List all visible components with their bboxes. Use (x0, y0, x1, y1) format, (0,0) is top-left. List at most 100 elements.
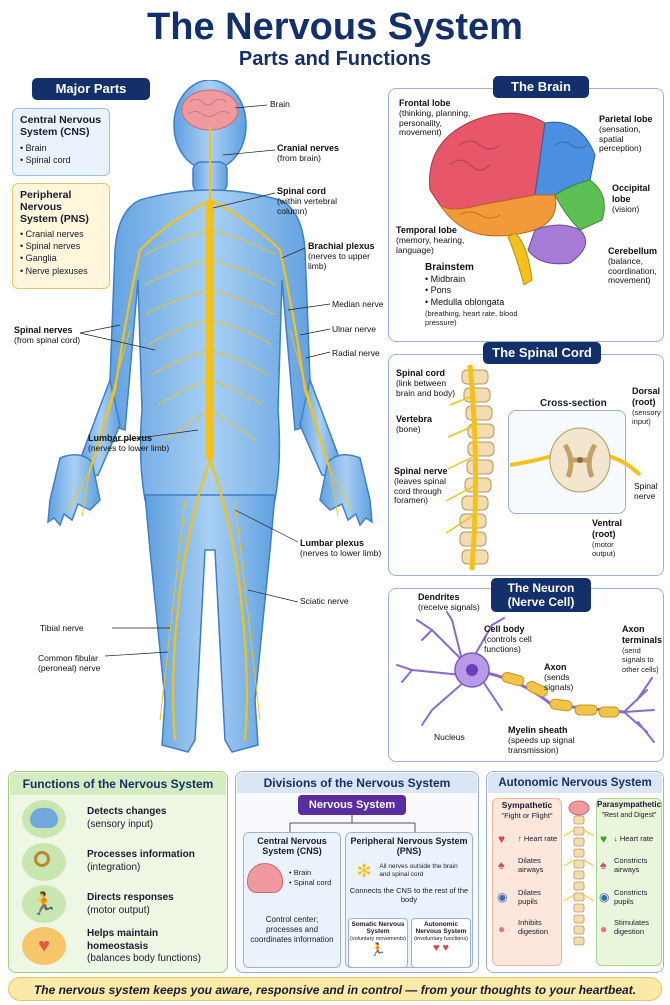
label-cranial: Cranial nerves(from brain) (277, 143, 367, 164)
divisions-pns-desc: Connects the CNS to the rest of the body (349, 885, 469, 904)
label-sciatic: Sciatic nerve (300, 596, 349, 606)
label-brainstem: Brainstem Midbrain Pons Medulla oblongat… (425, 262, 520, 328)
label-myelin: Myelin sheath(speeds up signal transmiss… (508, 725, 578, 755)
label-brainstem-sub: (breathing, heart rate, blood pressure) (425, 308, 518, 328)
label-spinal-nerve-sub: (leaves spinal cord through foramen) (394, 475, 446, 506)
ans-heading: Autonomic Nervous System (488, 773, 662, 793)
label-lumbar-right-sub: (nerves to lower limb) (300, 547, 382, 558)
label-cranial-sub: (from brain) (277, 152, 321, 163)
pns-item: Spinal nerves (20, 240, 102, 252)
pns-title: Peripheral Nervous System (PNS) (20, 189, 89, 226)
label-parietal-sub: (sensation, spatial perception) (599, 123, 642, 154)
heart-icon: ♥ (498, 832, 506, 846)
major-parts-heading: Major Parts (32, 78, 150, 100)
label-spinal-nerves: Spinal nerves(from spinal cord) (14, 325, 94, 346)
label-parietal: Parietal lobe(sensation, spatial percept… (599, 114, 663, 154)
divisions-connector (289, 815, 416, 833)
stomach-icon: ● (600, 922, 608, 936)
function-item: Processes information(integration) (87, 849, 195, 874)
label-cell-body-sub: (controls cell functions) (484, 633, 532, 654)
somatic-sub: (voluntary movements) (350, 935, 406, 942)
label-ulnar: Ulnar nerve (332, 324, 376, 334)
sympathetic-item: Dilates airways (518, 856, 544, 874)
function-item-title: Detects changes (87, 806, 167, 817)
sympathetic-header: Sympathetic"Fight or Flight" (492, 798, 562, 820)
label-dendrites-title: Dendrites (418, 592, 460, 602)
autonomic-box: Autonomic Nervous System (involuntary fu… (411, 918, 471, 968)
balance-icon: ♥ (22, 927, 66, 965)
label-brainstem-title: Brainstem (425, 262, 474, 273)
magnifier-icon (22, 843, 66, 881)
neuron-illustration (396, 611, 655, 743)
label-spinal-nerves-title: Spinal nerves (14, 325, 73, 335)
label-lumbar-left: Lumbar plexus(nerves to lower limb) (88, 433, 178, 454)
autonomic-sub: (involuntary functions) (414, 935, 468, 942)
divisions-cns-title: Central Nervous System (CNS) (257, 836, 327, 857)
pns-box: Peripheral Nervous System (PNS) Cranial … (12, 183, 110, 289)
label-cerebellum: Cerebellum(balance, coordination, moveme… (608, 246, 664, 286)
label-ventral: Ventral (root)(motor output) (592, 518, 632, 559)
cns-box: Central Nervous System (CNS) Brain Spina… (12, 108, 110, 176)
label-temporal-sub: (memory, hearing, language) (396, 234, 465, 255)
function-item: Detects changes(sensory input) (87, 806, 166, 831)
parasympathetic-title: Parasympathetic (596, 800, 662, 809)
sympathetic-sub: "Fight or Flight" (501, 811, 553, 821)
lungs-icon: ♠ (498, 858, 505, 872)
label-brachial-sub: (nerves to upper limb) (308, 250, 370, 271)
label-cord-title: Spinal cord (396, 368, 446, 378)
label-nucleus: Nucleus (434, 732, 465, 742)
label-dendrites: Dendrites(receive signals) (418, 592, 488, 613)
stomach-icon: ● (498, 922, 506, 936)
pns-item: Nerve plexuses (20, 265, 102, 277)
sympathetic-item: ↑ Heart rate (518, 834, 558, 843)
function-item-sub: (balances body functions) (87, 953, 201, 964)
brain-icon (22, 800, 66, 838)
label-frontal-title: Frontal lobe (399, 98, 451, 108)
function-item-title: Directs responses (87, 892, 174, 903)
neuron-heading: The Neuron (Nerve Cell) (491, 578, 591, 612)
label-terminals-sub: (send signals to other cells) (622, 645, 659, 675)
brain-illustration (429, 112, 605, 286)
eye-icon: ◉ (599, 890, 610, 904)
label-spinal-nerve-title: Spinal nerve (394, 466, 448, 476)
divisions-cns-item: Spinal cord (289, 878, 332, 888)
sympathetic-box (492, 798, 562, 966)
label-occipital: Occipital lobe(vision) (612, 183, 664, 214)
cross-section-illustration (510, 427, 642, 493)
label-spinal-cord-title: Spinal cord (277, 186, 327, 196)
brainstem-item: Midbrain (425, 274, 520, 286)
label-vertebra-sub: (bone) (396, 423, 421, 434)
label-parietal-title: Parietal lobe (599, 114, 653, 124)
divisions-heading: Divisions of the Nervous System (237, 773, 477, 793)
label-brachial-title: Brachial plexus (308, 241, 375, 251)
label-cranial-title: Cranial nerves (277, 143, 340, 153)
label-temporal-title: Temporal lobe (396, 225, 457, 235)
function-item-sub: (integration) (87, 861, 141, 873)
label-cerebellum-title: Cerebellum (608, 246, 658, 256)
pns-item: Cranial nerves (20, 228, 102, 240)
functions-heading: Functions of the Nervous System (10, 773, 226, 795)
brain-heading: The Brain (493, 76, 589, 98)
label-lumbar-left-sub: (nerves to lower limb) (88, 442, 170, 453)
label-terminals: Axon terminals(send signals to other cel… (622, 624, 666, 675)
label-ventral-title: Ventral (root) (592, 518, 623, 539)
parasympathetic-item: ↓ Heart rate (614, 834, 654, 843)
function-item-sub: (sensory input) (87, 818, 154, 830)
label-temporal: Temporal lobe(memory, hearing, language) (396, 225, 474, 255)
label-myelin-sub: (speeds up signal transmission) (508, 734, 575, 755)
function-item: Helps maintain homeostasis(balances body… (87, 928, 222, 966)
label-occipital-sub: (vision) (612, 203, 640, 214)
label-cell-body: Cell body(controls cell functions) (484, 624, 544, 654)
divisions-cns-item: Brain (289, 868, 331, 878)
label-spinal-cord: Spinal cord(within vertebral column) (277, 186, 367, 216)
parasympathetic-box (596, 798, 662, 966)
parasympathetic-sub: "Rest and Digest" (601, 811, 657, 819)
label-median: Median nerve (332, 299, 384, 309)
label-radial: Radial nerve (332, 348, 380, 358)
divisions-pns-item: All nerves outside the brain and spinal … (379, 862, 458, 878)
brain-icon (247, 862, 283, 893)
label-spinal-nerves-sub: (from spinal cord) (14, 334, 81, 345)
label-axon-title: Axon (544, 662, 567, 672)
label-cord-sub: (link between brain and body) (396, 377, 456, 398)
function-item-title: Helps maintain homeostasis (87, 928, 159, 952)
